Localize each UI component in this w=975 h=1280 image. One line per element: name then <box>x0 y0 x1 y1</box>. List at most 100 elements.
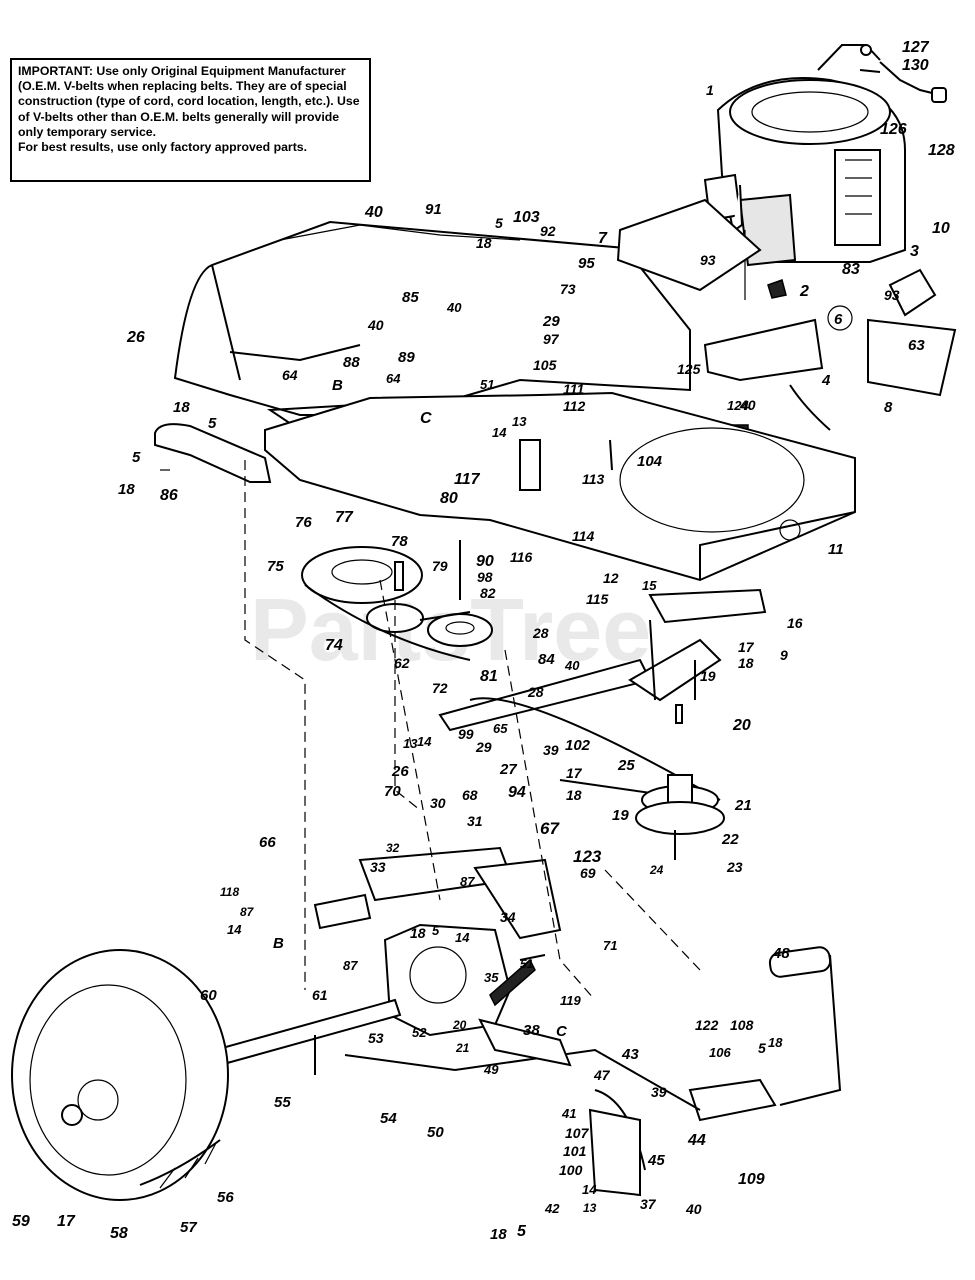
callout: 5 <box>495 215 503 231</box>
transaxle <box>313 846 562 1037</box>
notice-text: IMPORTANT: Use only Original Equipment M… <box>18 64 360 139</box>
callout: C <box>556 1023 568 1040</box>
callout: 11 <box>828 541 844 558</box>
callout: 39 <box>543 742 559 758</box>
callout: C <box>420 410 432 427</box>
callout-labels: 1 127 130 126 128 10 3 83 2 7 93 93 6 63… <box>12 39 955 1243</box>
callout: 72 <box>432 680 448 696</box>
callout: 18 <box>476 235 492 251</box>
callout: 59 <box>12 1213 30 1230</box>
callout: 67 <box>540 819 560 838</box>
engine <box>703 77 906 300</box>
callout: 32 <box>386 841 400 855</box>
callout: 93 <box>700 252 716 268</box>
callout: 44 <box>687 1132 706 1149</box>
callout: 8 <box>884 399 893 416</box>
callout: 19 <box>612 807 629 824</box>
callout: 20 <box>452 1018 467 1032</box>
callout: 35 <box>484 970 499 985</box>
callout: 20 <box>732 717 751 734</box>
callout: 83 <box>842 261 860 278</box>
callout: 18 <box>490 1226 507 1243</box>
callout: 33 <box>370 859 386 875</box>
callout: 81 <box>480 668 498 685</box>
callout: 65 <box>493 721 508 736</box>
callout: 87 <box>240 905 255 919</box>
callout: 5 <box>132 449 141 466</box>
callout: 50 <box>427 1124 444 1141</box>
callout: 79 <box>432 558 448 574</box>
callout: 52 <box>412 1025 427 1040</box>
callout: 85 <box>402 289 419 306</box>
callout: 40 <box>564 658 580 673</box>
callout: 106 <box>709 1045 731 1060</box>
callout: 92 <box>540 223 556 239</box>
callout: 14 <box>227 922 242 937</box>
callout: 25 <box>617 757 635 774</box>
callout: 40 <box>446 300 462 315</box>
callout: 112 <box>563 398 586 414</box>
callout: 55 <box>274 1094 291 1111</box>
callout: 13 <box>512 414 527 429</box>
frame-bracket <box>648 588 767 724</box>
callout: 41 <box>561 1106 576 1121</box>
callout: 127 <box>902 39 930 56</box>
callout: 77 <box>335 509 354 526</box>
callout: 71 <box>603 938 617 953</box>
callout: 103 <box>513 209 540 226</box>
callout: 12 <box>603 570 619 586</box>
callout: 123 <box>573 847 602 866</box>
callout: 13 <box>403 736 418 751</box>
callout: 31 <box>467 813 483 829</box>
callout: 101 <box>563 1143 587 1159</box>
callout: 97 <box>543 331 560 347</box>
side-brackets <box>827 268 957 397</box>
callout: 48 <box>772 945 790 962</box>
callout: 64 <box>282 367 298 383</box>
callout: 28 <box>532 625 549 641</box>
callout: 90 <box>476 553 494 570</box>
callout: 102 <box>565 737 591 754</box>
callout: 7 <box>598 230 608 247</box>
callout: 82 <box>480 585 496 601</box>
callout: 49 <box>483 1062 499 1077</box>
callout: 126 <box>880 121 907 138</box>
callout: 117 <box>454 471 481 488</box>
callout: 87 <box>460 874 475 889</box>
callout: 16 <box>787 615 803 631</box>
leader-lines <box>160 460 701 1001</box>
callout: 2 <box>799 283 809 300</box>
callout: 39 <box>651 1084 667 1100</box>
callout: 45 <box>647 1152 665 1169</box>
callout: 64 <box>386 371 401 386</box>
callout: 94 <box>508 784 526 801</box>
callout: 114 <box>572 528 595 544</box>
callout: 17 <box>566 765 583 781</box>
callout: 58 <box>110 1225 128 1242</box>
callout: 51 <box>520 957 534 971</box>
callout: 63 <box>908 337 925 354</box>
callout: 124 <box>727 398 749 413</box>
callout: 15 <box>642 578 657 593</box>
callout: 18 <box>410 925 426 941</box>
callout: 86 <box>160 487 178 504</box>
rear-wheel <box>11 949 229 1201</box>
callout: 98 <box>477 569 493 585</box>
callout: B <box>273 935 284 952</box>
callout: 105 <box>533 357 557 373</box>
callout: 17 <box>57 1213 76 1230</box>
callout: 21 <box>455 1041 470 1055</box>
main-frame <box>264 391 856 582</box>
callout: 19 <box>700 668 716 684</box>
callout: 107 <box>565 1125 590 1141</box>
callout: 14 <box>417 734 432 749</box>
callout: 14 <box>492 425 507 440</box>
callout: 10 <box>932 220 950 237</box>
callout: 29 <box>475 739 492 755</box>
engine-mount <box>616 198 831 436</box>
callout: 108 <box>730 1017 754 1033</box>
callout: 14 <box>455 930 470 945</box>
callout: 130 <box>902 57 929 74</box>
callout: 28 <box>527 684 544 700</box>
callout: 5 <box>517 1223 527 1240</box>
